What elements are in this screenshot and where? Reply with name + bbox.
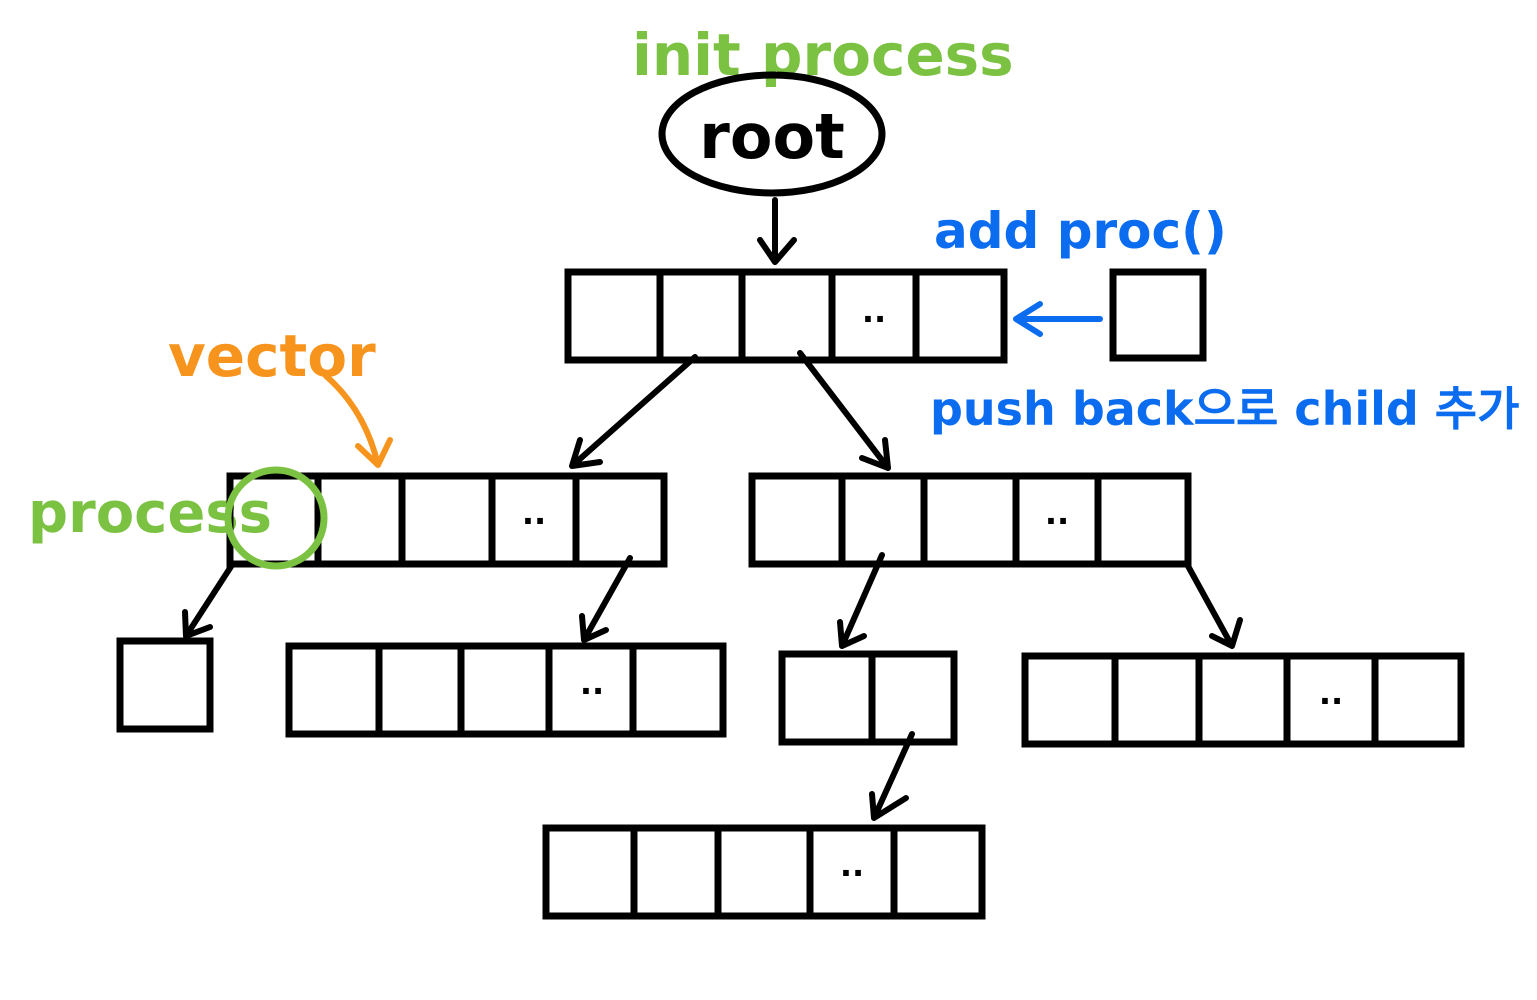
vector-bottom-child: .. [542,824,986,920]
vector-right-second-child [778,650,958,746]
vector-right-last-child: .. [1021,652,1465,748]
vector-left-children: .. [226,472,668,568]
edge-root-to-right [797,350,891,471]
vector-pointer-arrow [323,373,393,468]
edge-second-to-bottom [869,731,915,821]
edge-right-to-second [837,552,885,649]
init-process-label: init process [632,21,1014,89]
edge-root-to-left [569,354,698,469]
ellipsis-right-children: .. [1045,494,1069,532]
vector-left-last-child: .. [285,642,727,738]
push-back-label: push back으로 child 추가 [930,382,1519,436]
new-proc-box [1109,268,1207,362]
vector-right-children: .. [748,472,1192,568]
root-to-vector-arrow [757,197,797,265]
vector-root-children: .. [564,268,1008,364]
edge-right-to-last [1185,563,1243,649]
root-node [658,71,886,197]
add-proc-arrow [1013,301,1103,337]
ellipsis-bottom-child: .. [840,846,864,884]
vector-label: vector [168,322,376,390]
process-highlight-circle [224,466,328,570]
ellipsis-left-children: .. [522,494,546,532]
ellipsis-left-last-child: .. [580,664,604,702]
ellipsis-right-last-child: .. [1319,674,1343,712]
edge-left-to-last [579,555,633,643]
vector-left-first-child [116,637,214,733]
root-label: root [699,100,844,173]
edge-left-to-first [182,562,235,639]
ellipsis-root-children: .. [862,292,886,330]
add-proc-label: add proc() [934,202,1227,260]
